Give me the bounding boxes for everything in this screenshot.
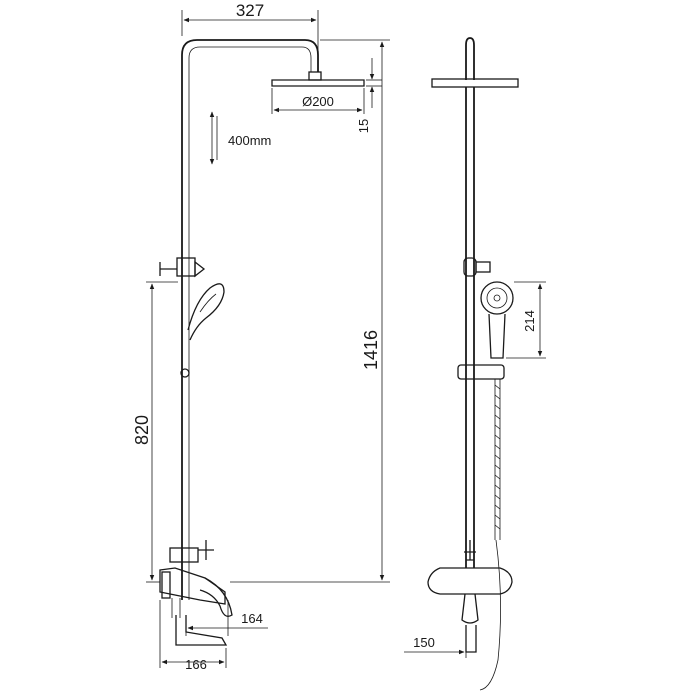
dimension-lines	[146, 10, 546, 668]
side-diverter-body	[169, 547, 199, 563]
label-slide-adjust: 400mm	[228, 133, 271, 148]
front-top-arm	[465, 37, 475, 80]
label-head-arm-reach: 327	[236, 1, 264, 20]
front-view	[427, 37, 519, 691]
label-mixer-depth: 150	[413, 635, 435, 650]
side-view	[159, 39, 365, 646]
front-diverter-knob	[464, 540, 476, 561]
side-wall-pipe	[171, 598, 181, 618]
label-handset-height: 820	[132, 415, 152, 445]
label-head-diameter: Ø200	[302, 94, 334, 109]
front-hand-shower-ring	[486, 287, 508, 309]
front-hand-shower-handle	[488, 313, 506, 359]
side-wall-flange	[161, 571, 171, 599]
front-hose-bottom	[479, 539, 501, 691]
side-diverter-knob	[198, 540, 214, 560]
side-spout	[175, 615, 228, 646]
front-riser	[465, 87, 475, 568]
front-hand-shower-head	[480, 281, 514, 315]
side-riser-pipe-inner	[188, 46, 312, 600]
front-hose-coil	[494, 384, 501, 530]
side-hand-shower	[187, 283, 225, 341]
side-clamp	[176, 257, 196, 277]
side-head-connector	[308, 71, 322, 81]
label-hand-shower-length: 214	[522, 310, 537, 332]
side-slider-joint	[180, 368, 190, 378]
front-hose	[494, 379, 501, 540]
side-mixer-lever	[199, 577, 233, 617]
front-slider-holder	[457, 364, 505, 380]
side-riser-pipe	[181, 39, 319, 600]
front-clamp-arm	[475, 261, 491, 273]
side-clamp-knob	[159, 262, 177, 276]
side-mixer-body	[159, 567, 226, 605]
front-mixer-lever	[461, 593, 479, 624]
label-mixer-width: 166	[185, 657, 207, 672]
dimension-labels: 327 Ø200 15 400mm 1416 820 214 164 166 1…	[132, 1, 537, 672]
label-spout-projection: 164	[241, 611, 263, 626]
side-clamp-wedge	[194, 260, 206, 278]
front-spout	[465, 625, 477, 653]
side-hand-shower-face	[199, 293, 217, 313]
label-head-thickness: 15	[356, 119, 371, 133]
label-total-height: 1416	[361, 330, 381, 370]
front-rain-head	[431, 78, 519, 88]
front-hand-shower-center	[493, 294, 501, 302]
side-rain-head	[271, 79, 365, 87]
